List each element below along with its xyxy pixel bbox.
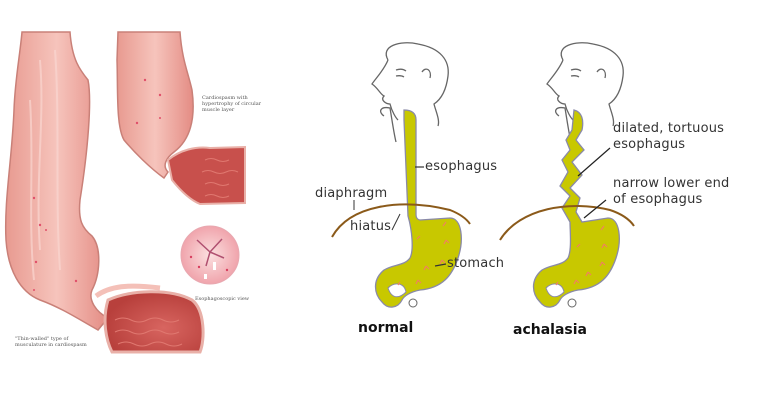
diaphragm-label: diaphragm — [315, 186, 388, 201]
dilated-esophagus-label: dilated, tortuous esophagus — [613, 121, 724, 153]
achalasia-caption: achalasia — [513, 322, 587, 338]
thin-walled-label: "Thin-walled" type of musculature in car… — [15, 336, 87, 348]
achalasia-esophagus-stomach — [532, 109, 620, 308]
normal-esophagus-stomach — [374, 109, 462, 308]
dilated-label-line: esophagus — [613, 137, 686, 152]
narrow-label-line: narrow lower end — [613, 176, 730, 191]
endoscopic-view-label: Esophagoscopic view — [195, 296, 250, 302]
achalasia-anatomical-illustration: Cardiospasm with hypertrophy of circular… — [0, 0, 290, 360]
esophagus-label: esophagus — [425, 159, 498, 174]
normal-vs-achalasia-diagram: esophagus diaphragm hiatus stomach norma… — [300, 0, 770, 360]
diaphragm-line-normal — [331, 203, 471, 238]
head-outline-normal — [371, 42, 449, 143]
cardiospasm-label: Cardiospasm with hypertrophy of circular… — [202, 95, 261, 113]
head-outline-achalasia — [546, 42, 624, 143]
dilated-label-line: dilated, tortuous — [613, 121, 725, 136]
esophagus-cross-section-drawing — [4, 31, 246, 354]
narrow-label-line: of esophagus — [613, 192, 703, 207]
thin-walled-label-line: "Thin-walled" type of — [15, 336, 69, 342]
cardiospasm-label-line: hypertrophy of circular — [202, 101, 262, 107]
stomach-label: stomach — [447, 256, 505, 271]
diaphragm-line-achalasia — [499, 204, 635, 241]
narrow-lower-end-label: narrow lower end of esophagus — [613, 176, 729, 208]
hiatus-label: hiatus — [350, 219, 392, 234]
schematic-drawing — [331, 42, 635, 308]
normal-caption: normal — [358, 320, 414, 336]
thin-walled-label-line: musculature in cardiospasm — [15, 342, 87, 348]
endoscopic-view-circle — [180, 225, 240, 285]
cardiospasm-label-line: muscle layer — [202, 107, 235, 113]
cardiospasm-label-line: Cardiospasm with — [202, 95, 248, 101]
